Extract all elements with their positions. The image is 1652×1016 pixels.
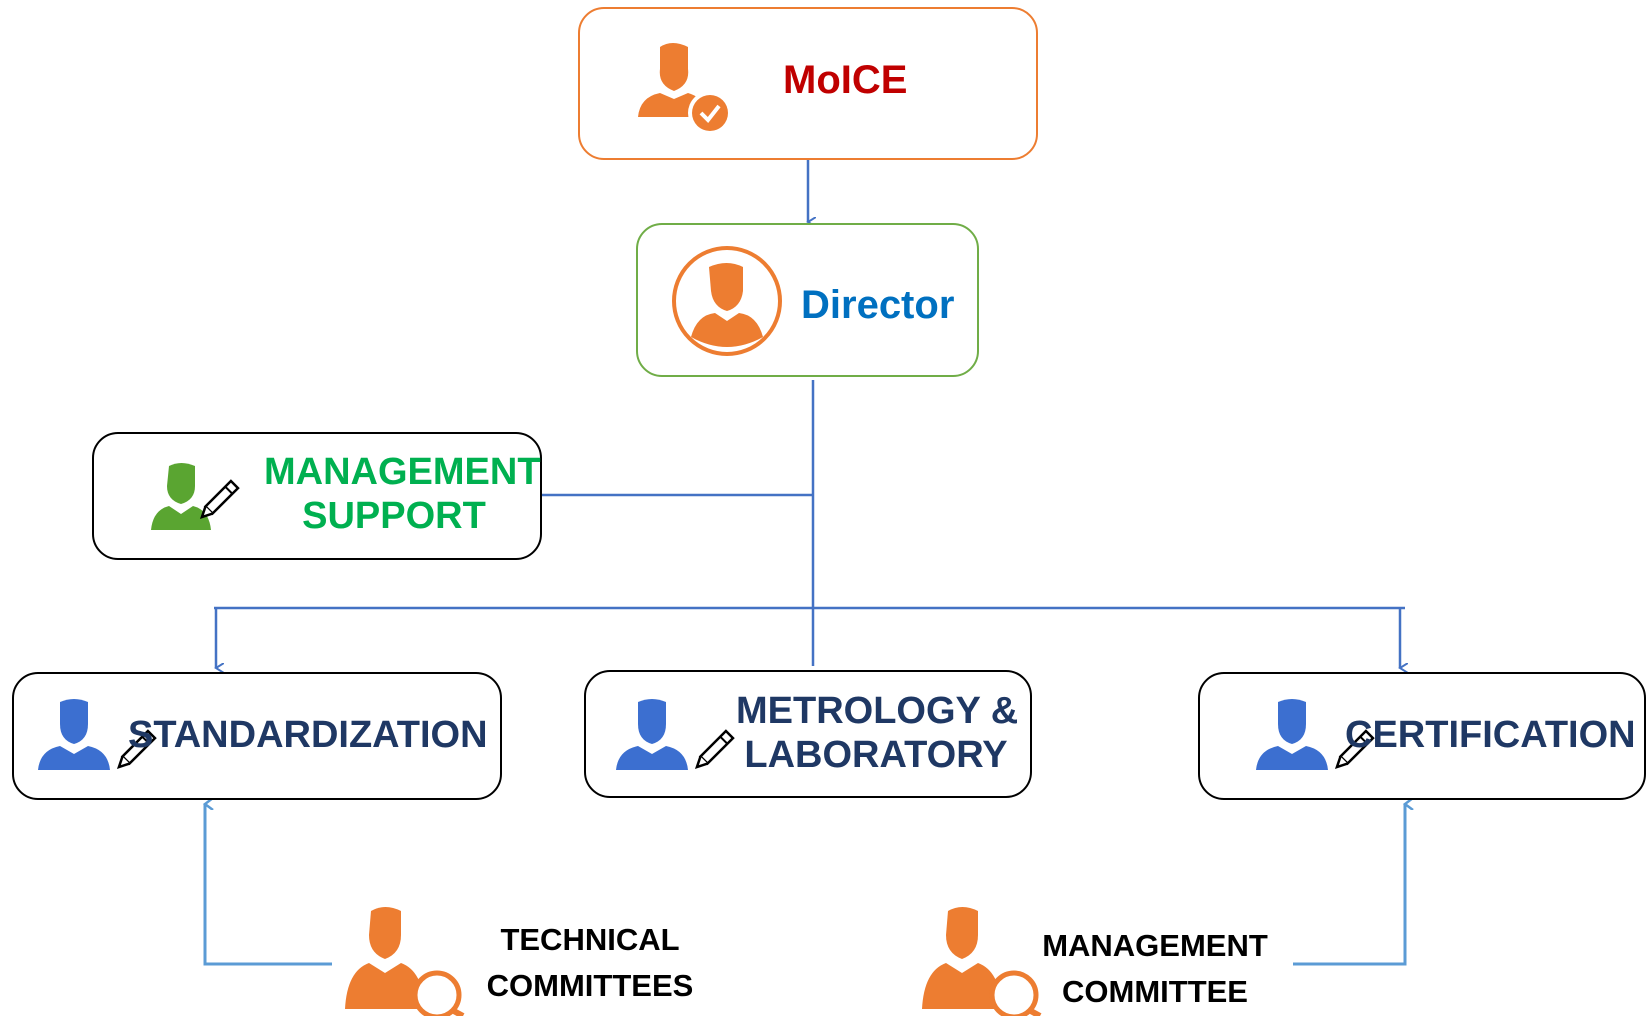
technical-committees-label-line1: TECHNICAL xyxy=(500,922,680,957)
moice-label: MoICE xyxy=(783,58,908,102)
director-label: Director xyxy=(801,283,955,327)
user-edit-icon xyxy=(151,463,240,530)
management-committee-arrow xyxy=(1293,804,1405,966)
director-node[interactable]: Director xyxy=(636,223,979,377)
technical-committees-arrow xyxy=(205,804,332,966)
user-edit-icon xyxy=(616,699,735,770)
metrology-laboratory-node[interactable]: METROLOGY & LABORATORY xyxy=(584,670,1032,798)
management-support-label-line2: SUPPORT xyxy=(302,495,486,537)
technical-committees-label-line2: COMMITTEES xyxy=(486,968,694,1003)
user-edit-icon xyxy=(1256,699,1375,770)
moice-node[interactable]: MoICE xyxy=(578,7,1038,160)
standardization-label: STANDARDIZATION xyxy=(128,714,488,756)
management-support-label-line1: MANAGEMENT xyxy=(264,451,541,493)
user-search-icon xyxy=(345,907,465,1016)
metrology-label-line2: LABORATORY xyxy=(744,734,1008,776)
user-search-icon xyxy=(922,907,1042,1016)
metrology-label-line1: METROLOGY & xyxy=(736,690,1019,732)
user-edit-icon xyxy=(38,699,157,770)
certification-node[interactable]: CERTIFICATION xyxy=(1198,672,1646,800)
management-committee-label-line1: MANAGEMENT xyxy=(1042,928,1268,963)
user-check-icon xyxy=(638,43,732,135)
management-committee-label-line2: COMMITTEE xyxy=(1062,974,1248,1009)
standardization-node[interactable]: STANDARDIZATION xyxy=(12,672,502,800)
user-circle-icon xyxy=(672,246,782,356)
management-support-node[interactable]: MANAGEMENT SUPPORT xyxy=(92,432,542,560)
certification-label: CERTIFICATION xyxy=(1345,714,1636,756)
